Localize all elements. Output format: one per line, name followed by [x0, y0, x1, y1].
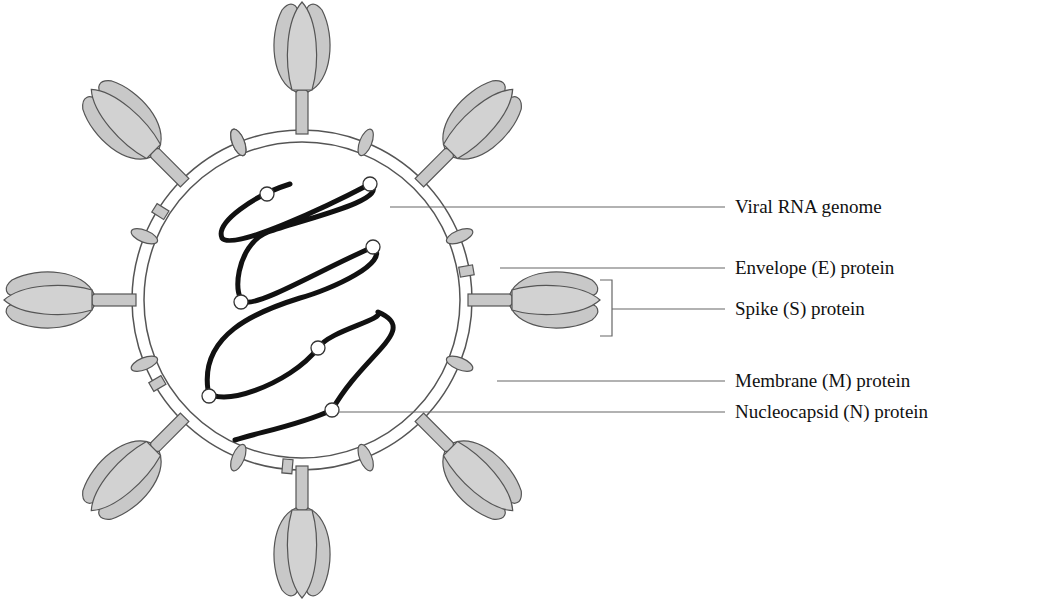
- part-label: Membrane (M) protein: [733, 370, 912, 393]
- part-label: Nucleocapsid (N) protein: [733, 401, 930, 424]
- part-label: Viral RNA genome: [733, 196, 884, 219]
- part-label: Envelope (E) protein: [733, 257, 896, 280]
- part-label: Spike (S) protein: [733, 298, 867, 321]
